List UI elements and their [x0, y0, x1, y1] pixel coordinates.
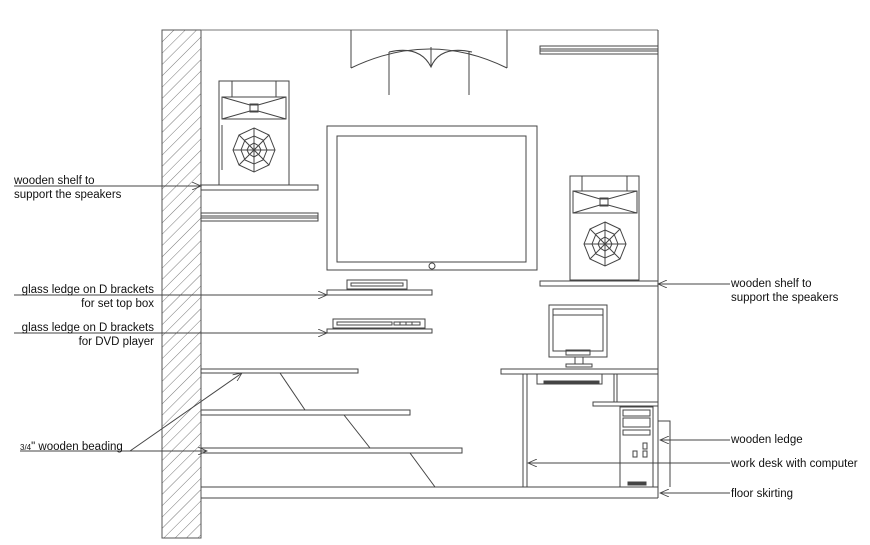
speaker-right — [569, 175, 640, 281]
pelmet — [350, 30, 508, 95]
label-dvd-ledge: glass ledge on D brackets for DVD player — [12, 321, 154, 349]
label-line: support the speakers — [731, 292, 839, 304]
label-line: wooden shelf to — [14, 175, 95, 187]
label-line: glass ledge on D brackets — [21, 322, 154, 334]
label-line: for set top box — [81, 298, 154, 310]
label-wooden-shelf-left: wooden shelf to support the speakers — [14, 174, 121, 202]
label-line: wooden shelf to — [731, 278, 812, 290]
work-desk — [500, 368, 659, 487]
television — [326, 125, 538, 271]
fraction: 3/4 — [20, 443, 32, 452]
speaker-left — [218, 80, 290, 186]
label-wooden-beading: 3/4" wooden beading — [20, 440, 123, 455]
label-wooden-ledge: wooden ledge — [731, 434, 803, 446]
label-wooden-shelf-right: wooden shelf to support the speakers — [731, 277, 838, 305]
computer-tower — [619, 406, 654, 488]
label-work-desk: work desk with computer — [731, 458, 858, 470]
label-line: glass ledge on D brackets — [21, 284, 154, 296]
wall-section — [161, 29, 202, 539]
computer-monitor — [548, 304, 608, 368]
label-floor-skirting: floor skirting — [731, 488, 793, 500]
label-line: for DVD player — [78, 336, 154, 348]
label-line: support the speakers — [14, 189, 122, 201]
label-set-top-box-ledge: glass ledge on D brackets for set top bo… — [14, 283, 154, 311]
label-line: " wooden beading — [31, 441, 123, 453]
